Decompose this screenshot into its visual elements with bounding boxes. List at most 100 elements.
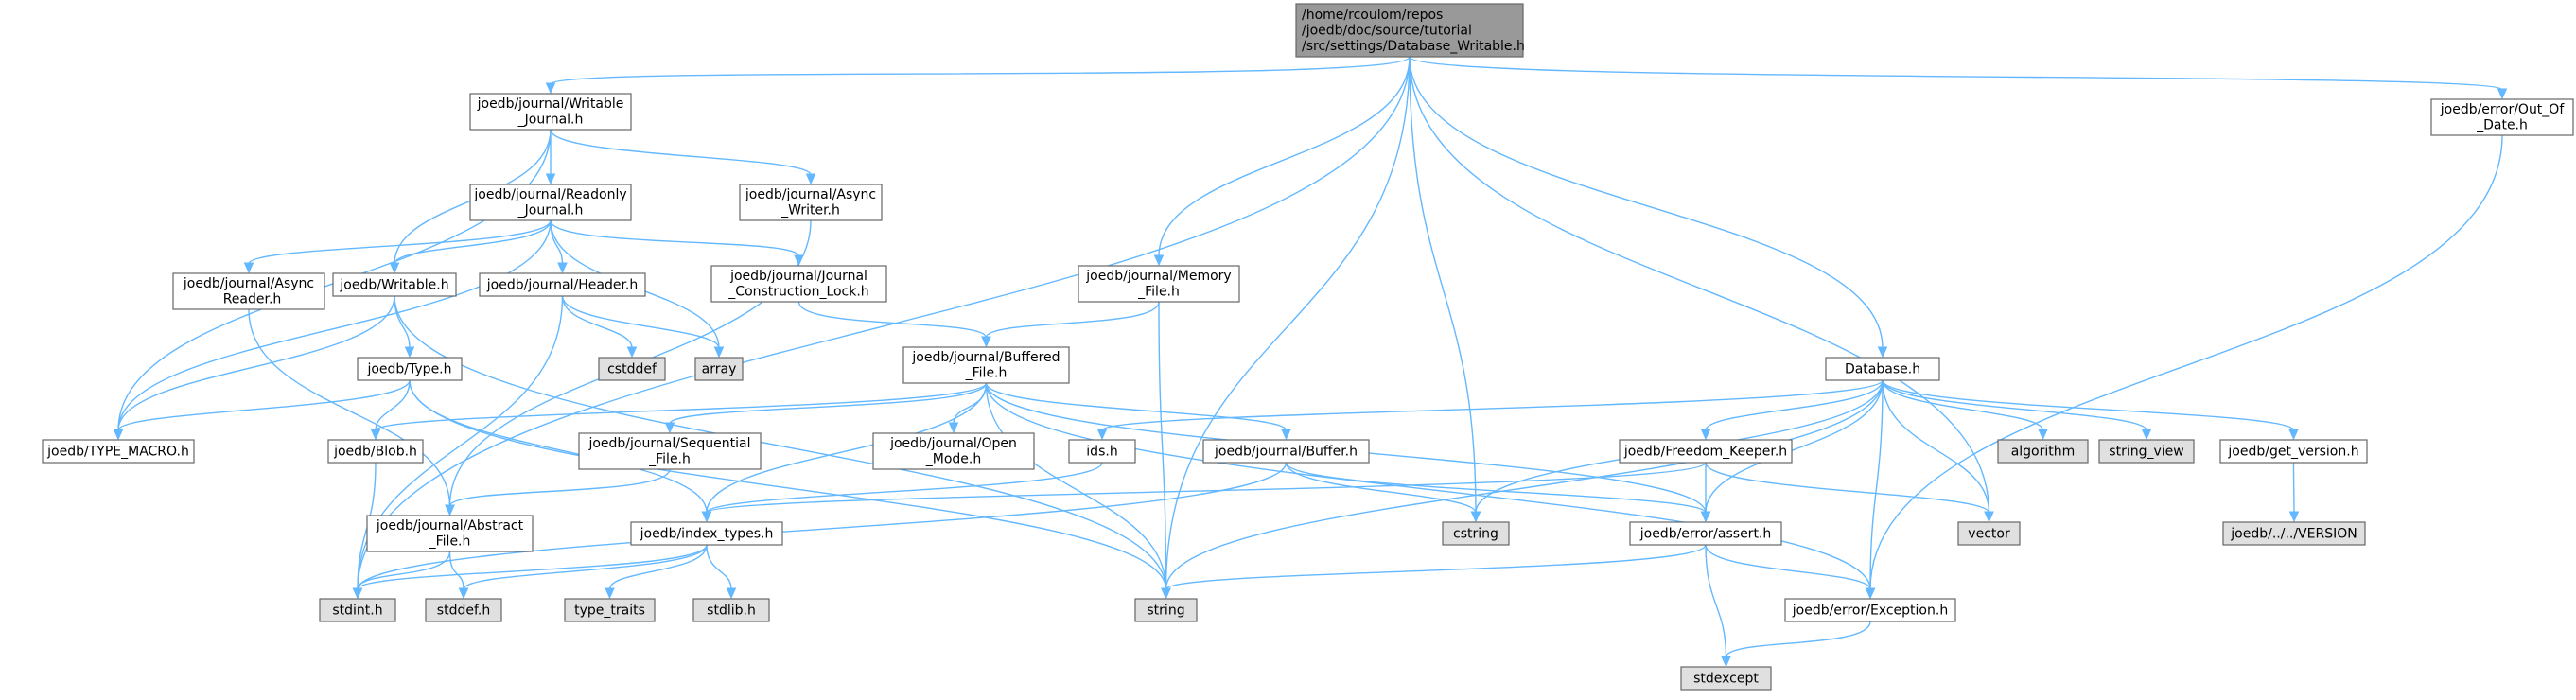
- node-label-line: /joedb/doc/source/tutorial: [1302, 23, 1472, 38]
- node-box: [1202, 439, 1370, 464]
- node-error-exception[interactable]: joedb/error/Exception.h: [1784, 598, 1956, 622]
- edge-root-to-database_h: [1409, 56, 1888, 359]
- node-label-line: joedb/journal/Memory: [1085, 269, 1231, 284]
- node-vector: vector: [1957, 521, 2021, 546]
- node-box: [327, 439, 424, 464]
- node-label-line: _Mode.h: [925, 452, 981, 467]
- edge-line: [248, 308, 451, 507]
- node-box: [692, 598, 770, 622]
- node-label-line: joedb/error/assert.h: [1639, 526, 1772, 541]
- node-buffered-file[interactable]: joedb/journal/Buffered_File.h: [902, 346, 1070, 384]
- node-get-version[interactable]: joedb/get_version.h: [2219, 439, 2368, 464]
- edge-readonly_journal-to-async_reader: [243, 219, 552, 274]
- node-ids-h[interactable]: ids.h: [1068, 439, 1136, 464]
- node-type-macro[interactable]: joedb/TYPE_MACRO.h: [42, 439, 195, 464]
- node-type-h[interactable]: joedb/Type.h: [357, 357, 463, 381]
- edge-line: [1409, 56, 1990, 514]
- node-header-h[interactable]: joedb/journal/Header.h: [479, 272, 646, 297]
- node-label-line: joedb/Writable.h: [339, 277, 448, 292]
- node-abstract-file[interactable]: joedb/journal/Abstract_File.h: [366, 515, 534, 552]
- edge-root-to-error_out_of_date: [1409, 56, 2508, 100]
- node-freedom-keeper[interactable]: joedb/Freedom_Keeper.h: [1619, 439, 1793, 464]
- edge-line: [985, 382, 1288, 431]
- node-index-types[interactable]: joedb/index_types.h: [630, 521, 783, 546]
- edge-error_assert-to-error_exception: [1705, 544, 1876, 600]
- node-journal-construction-lock[interactable]: joedb/journal/Journal_Construction_Lock.…: [710, 265, 887, 303]
- node-label-line: joedb/journal/Readonly: [473, 187, 626, 202]
- edge-database_h-to-error_exception: [1865, 379, 1884, 600]
- node-box: [710, 265, 887, 303]
- node-box: [1629, 521, 1782, 546]
- edge-freedom_keeper-to-vector: [1705, 462, 1994, 523]
- node-box: [1295, 3, 1524, 58]
- node-root[interactable]: /home/rcoulom/repos/joedb/doc/source/tut…: [1295, 3, 1525, 58]
- node-async-reader[interactable]: joedb/journal/Async_Reader.h: [172, 272, 325, 310]
- edge-arrowhead: [1700, 511, 1711, 523]
- edge-writable_h-to-type_h: [394, 295, 415, 359]
- node-box: [630, 521, 783, 546]
- node-database-h[interactable]: Database.h: [1825, 357, 1940, 381]
- node-box: [872, 432, 1035, 470]
- edge-database_h-to-string_view: [1882, 379, 2152, 441]
- edge-sequential_file-to-abstract_file: [445, 468, 671, 516]
- edge-line: [1869, 379, 1884, 590]
- node-error-assert[interactable]: joedb/error/assert.h: [1629, 521, 1782, 546]
- edge-arrowhead: [1984, 511, 1994, 523]
- node-async-writer[interactable]: joedb/journal/Async_Writer.h: [739, 184, 883, 221]
- node-buffer-h[interactable]: joedb/journal/Buffer.h: [1202, 439, 1370, 464]
- edge-arrowhead: [2141, 429, 2152, 441]
- edge-type_h-to-blob_h: [370, 379, 411, 441]
- edge-line: [608, 544, 708, 590]
- node-error-out-of-date[interactable]: joedb/error/Out_Of_Date.h: [2430, 98, 2574, 136]
- edge-arrowhead: [1865, 587, 1876, 600]
- node-blob-h[interactable]: joedb/Blob.h: [327, 439, 424, 464]
- node-label-line: cstddef: [607, 361, 657, 376]
- edge-writable_h-to-type_macro: [113, 295, 395, 441]
- edge-line: [550, 129, 812, 176]
- edge-writable_journal-to-async_writer: [550, 129, 816, 185]
- node-label-line: array: [702, 361, 737, 376]
- node-label-line: stdint.h: [332, 603, 382, 618]
- node-box: [1680, 666, 1772, 691]
- node-writable-journal[interactable]: joedb/journal/Writable_Journal.h: [469, 93, 632, 131]
- node-type-traits: type_traits: [564, 598, 656, 622]
- node-label-line: joedb/journal/Async: [183, 276, 314, 291]
- node-open-mode[interactable]: joedb/journal/Open_Mode.h: [872, 432, 1035, 470]
- edge-index_types-to-stdint_h: [352, 544, 708, 600]
- edge-line: [448, 468, 671, 507]
- node-label-line: joedb/journal/Async: [745, 187, 876, 202]
- node-memory-file[interactable]: joedb/journal/Memory_File.h: [1078, 265, 1240, 303]
- node-label-line: joedb/journal/Buffered: [911, 350, 1060, 365]
- node-box: [578, 432, 762, 470]
- node-label-line: joedb/TYPE_MACRO.h: [46, 444, 189, 459]
- node-label-line: joedb/journal/Sequential: [587, 436, 750, 451]
- edge-memory_file-to-string: [1158, 301, 1171, 600]
- edge-arrowhead: [626, 346, 638, 359]
- node-label-line: joedb/error/Exception.h: [1792, 603, 1948, 618]
- edge-buffered_file-to-blob_h: [370, 382, 988, 441]
- edge-type_h-to-type_macro: [113, 379, 411, 441]
- node-writable-h[interactable]: joedb/Writable.h: [332, 272, 457, 297]
- edge-error_exception-to-stdexcept: [1721, 621, 1871, 668]
- edge-buffered_file-to-string: [985, 382, 1171, 600]
- node-label-line: string: [1147, 603, 1184, 618]
- node-readonly-journal[interactable]: joedb/journal/Readonly_Journal.h: [469, 184, 632, 221]
- edge-line: [1705, 544, 1727, 658]
- edge-arrowhead: [664, 422, 675, 434]
- edge-get_version-to-version_file: [2288, 462, 2300, 523]
- node-box: [902, 346, 1070, 384]
- node-box: [739, 184, 883, 221]
- edge-root-to-cstring: [1409, 56, 1481, 523]
- edge-line: [394, 295, 1167, 590]
- edge-index_types-to-stdlib_h: [706, 544, 737, 600]
- edge-async_reader-to-abstract_file: [248, 308, 455, 516]
- node-label-line: vector: [1968, 526, 2010, 541]
- edge-arrowhead: [1096, 429, 1108, 441]
- node-cstring: cstring: [1442, 521, 1510, 546]
- edge-line: [117, 379, 411, 431]
- node-sequential-file[interactable]: joedb/journal/Sequential_File.h: [578, 432, 762, 470]
- edge-arrowhead: [1877, 346, 1888, 359]
- node-label-line: algorithm: [2011, 444, 2076, 459]
- node-stdlib-h: stdlib.h: [692, 598, 770, 622]
- edge-line: [1158, 301, 1167, 590]
